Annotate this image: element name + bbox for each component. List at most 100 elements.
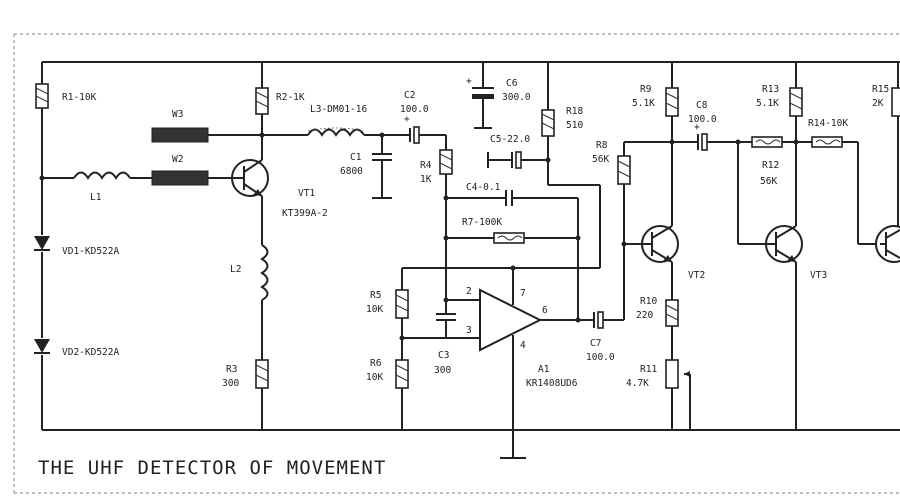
w3-label: W3 — [172, 109, 183, 120]
r2-label: R2-1K — [276, 92, 305, 103]
resistor-r10: R10 220 — [636, 296, 679, 327]
r4-value: 1K — [420, 174, 432, 185]
vt3-wires — [793, 62, 799, 430]
r10-name: R10 — [640, 296, 657, 307]
r9-name: R9 — [640, 84, 652, 95]
r8-value: 56K — [592, 154, 609, 165]
vd1-label: VD1-KD522A — [62, 246, 119, 257]
resistor-r9: R9 5.1K — [632, 84, 679, 117]
r7-label: R7-100K — [462, 217, 502, 228]
r12-value: 56K — [760, 176, 777, 187]
c2-name: C2 — [404, 90, 415, 101]
capacitor-c2: + C2 100.0 — [400, 90, 446, 144]
pin7-label: 7 — [520, 288, 526, 299]
r5-name: R5 — [370, 290, 381, 301]
vt2-label: VT2 — [688, 270, 705, 281]
r9-value: 5.1K — [632, 98, 655, 109]
capacitor-c7: C7 100.0 — [575, 311, 624, 363]
opamp-a1: 2 3 7 6 4 A1 KR1408UD6 — [402, 268, 578, 430]
bias-wires — [399, 265, 600, 430]
r13-value: 5.1K — [756, 98, 779, 109]
resistor-r14: R14-10K — [796, 118, 880, 245]
r18-name: R18 — [566, 106, 583, 117]
vt2-wires — [669, 62, 675, 430]
resistor-r18: R18 510 — [541, 62, 601, 268]
pin3-label: 3 — [466, 325, 472, 336]
capacitor-c1: C1 6800 — [340, 132, 392, 199]
pin4-label: 4 — [520, 340, 526, 351]
stripline-w3: W3 — [151, 109, 262, 143]
c6-value: 300.0 — [502, 92, 531, 103]
r3-value: 300 — [222, 378, 239, 389]
ground-rail — [42, 429, 900, 459]
c1-name: C1 — [350, 152, 362, 163]
resistor-r7: R7-100K — [443, 217, 581, 244]
diode-vd1: VD1-KD522A — [34, 236, 119, 257]
c8-name: C8 — [696, 100, 708, 111]
resistor-r4: R4 1K — [420, 135, 453, 300]
vd2-label: VD2-KD522A — [62, 347, 119, 358]
transistor-vt3: VT3 — [765, 225, 827, 281]
resistor-r1: R1-10K — [35, 83, 97, 109]
r6-name: R6 — [370, 358, 382, 369]
svg-text:+: + — [466, 76, 472, 87]
r3-name: R3 — [226, 364, 237, 375]
r12-name: R12 — [762, 160, 779, 171]
stripline-w2: W2 — [151, 154, 228, 186]
r8-name: R8 — [596, 140, 608, 151]
transistor-vt1: VT1 KT399A-2 — [228, 159, 328, 219]
inductor-l2: L2 — [230, 244, 269, 301]
r15-name: R15 — [872, 84, 889, 95]
r4-name: R4 — [420, 160, 432, 171]
c8-value: 100.0 — [688, 114, 717, 125]
capacitor-c5: C5-22.0 — [487, 134, 548, 169]
diagram-title: THE UHF DETECTOR OF MOVEMENT — [38, 457, 386, 479]
r15-value: 2K — [872, 98, 884, 109]
pin6-label: 6 — [542, 305, 548, 316]
inductor-l3: L3-DM01-16 — [262, 104, 410, 137]
r18-value: 510 — [566, 120, 583, 131]
c1-value: 6800 — [340, 166, 363, 177]
c3-name: C3 — [438, 350, 449, 361]
a1-name: A1 — [538, 364, 550, 375]
r13-name: R13 — [762, 84, 779, 95]
r6-value: 10K — [366, 372, 383, 383]
capacitor-c6: + C6 300.0 — [466, 62, 531, 129]
r5-value: 10K — [366, 304, 383, 315]
r10-value: 220 — [636, 310, 653, 321]
a1-part: KR1408UD6 — [526, 378, 578, 389]
l3-label: L3-DM01-16 — [310, 104, 367, 115]
c6-name: C6 — [506, 78, 518, 89]
r1-label: R1-10K — [62, 92, 97, 103]
r11-name: R11 — [640, 364, 657, 375]
transistor-vt4-partial — [875, 225, 900, 263]
pin2-label: 2 — [466, 286, 472, 297]
r11-value: 4.7K — [626, 378, 649, 389]
diode-vd2: VD2-KD522A — [34, 339, 119, 358]
frame — [13, 33, 900, 495]
capacitor-c4: C4-0.1 — [443, 182, 579, 320]
l1-label: L1 — [90, 192, 102, 203]
c7-value: 100.0 — [586, 352, 615, 363]
left-column-wires — [39, 62, 45, 430]
c5-label: C5-22.0 — [490, 134, 530, 145]
l2-label: L2 — [230, 264, 241, 275]
transistor-vt2: VT2 — [624, 225, 705, 281]
vt1-name: VT1 — [298, 188, 315, 199]
resistor-r3: R3 300 — [222, 359, 269, 389]
capacitor-c8: + C8 100.0 — [672, 100, 752, 151]
c2-value: 100.0 — [400, 104, 429, 115]
inductor-l1: L1 — [42, 171, 152, 203]
c4-label: C4-0.1 — [466, 182, 501, 193]
capacitor-c3: C3 300 — [434, 297, 456, 376]
w2-label: W2 — [172, 154, 183, 165]
resistor-r13: R13 5.1K — [756, 84, 803, 117]
vt1-part: KT399A-2 — [282, 208, 328, 219]
resistor-r6: R6 10K — [366, 358, 409, 389]
c3-value: 300 — [434, 365, 451, 376]
c7-name: C7 — [590, 338, 601, 349]
resistor-r2: R2-1K — [255, 87, 305, 115]
resistor-r5: R5 10K — [366, 289, 409, 319]
resistor-r15: R15 2K — [872, 62, 900, 226]
